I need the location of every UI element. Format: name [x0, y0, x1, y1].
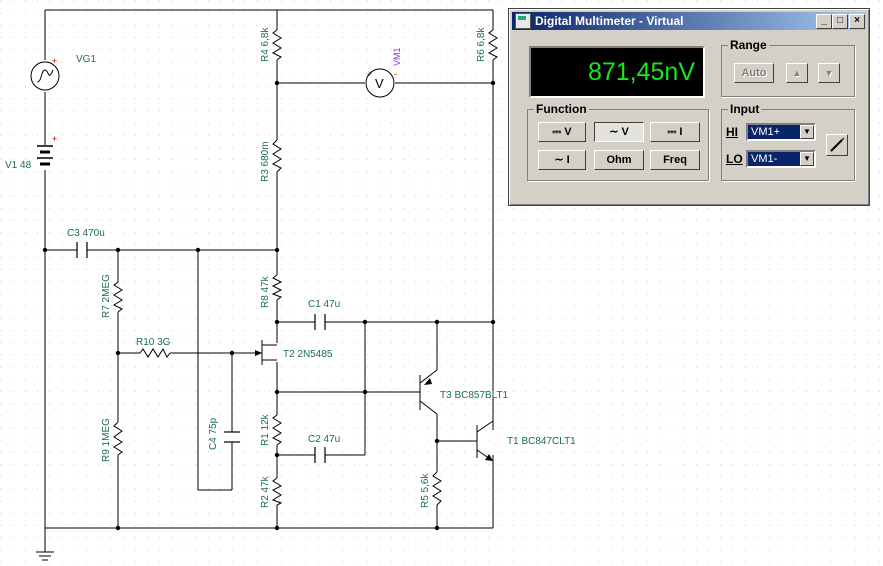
t2-label: T2 2N5485 [283, 349, 333, 360]
hi-input-value: VM1+ [751, 126, 781, 138]
v1-plus: + [52, 134, 57, 144]
chevron-down-icon[interactable]: ▼ [800, 125, 814, 139]
r7-label: R7 2MEG [101, 274, 112, 318]
range-group: Range Auto ▲ ▼ [721, 38, 855, 97]
vg1-source-icon [30, 61, 60, 91]
t3-label: T3 BC857BLT1 [440, 390, 509, 401]
function-group: Function ⎓ V ∼ V ⎓ I ∼ I Ohm Freq [527, 102, 709, 181]
c1-symbol [314, 314, 326, 330]
meter-symbol: V [375, 76, 384, 91]
ac-voltage-button[interactable]: ∼ V [594, 122, 644, 142]
ground-icon [36, 551, 54, 561]
window-title: Digital Multimeter - Virtual [535, 14, 684, 28]
v1-battery-icon [37, 145, 53, 166]
r3-symbol [271, 139, 282, 173]
chevron-down-icon[interactable]: ▼ [800, 152, 814, 166]
c1-label: C1 47u [308, 299, 340, 310]
r5-label: R5 5,6k [420, 473, 431, 508]
r5-symbol [432, 471, 442, 506]
ac-current-button[interactable]: ∼ I [538, 150, 586, 170]
r3-label: R3 680m [260, 141, 271, 182]
r4-symbol [271, 29, 282, 61]
range-auto-button[interactable]: Auto [734, 63, 774, 83]
function-title: Function [534, 102, 589, 116]
close-button[interactable]: × [849, 14, 865, 29]
maximize-button[interactable]: □ [832, 14, 848, 29]
r9-symbol [113, 421, 123, 456]
r6-symbol [487, 29, 498, 61]
input-group: Input HI VM1+ ▼ LO VM1- ▼ [721, 102, 855, 181]
r2-symbol [271, 477, 283, 506]
v1-label: V1 48 [5, 160, 32, 171]
hi-input-select[interactable]: VM1+ ▼ [746, 123, 816, 141]
hi-label: HI [726, 125, 738, 139]
title-bar[interactable]: Digital Multimeter - Virtual _ □ × [512, 12, 866, 30]
lo-input-select[interactable]: VM1- ▼ [746, 150, 816, 168]
t2-arrow-icon [255, 350, 262, 356]
c3-label: C3 470u [67, 228, 105, 239]
r9-label: R9 1MEG [101, 418, 112, 462]
c2-label: C2 47u [308, 434, 340, 445]
r4-label: R4 6,8k [260, 27, 271, 62]
vm1-plus: + [367, 69, 372, 79]
r2-label: R2 47k [260, 475, 271, 508]
c2-symbol [314, 447, 326, 463]
c3-symbol [76, 242, 88, 258]
t1-label: T1 BC847CLT1 [507, 436, 576, 447]
r8-label: R8 47k [260, 275, 271, 308]
c4-label: C4 75p [208, 417, 219, 450]
r6-label: R6 6,8k [476, 27, 487, 62]
vg1-label: VG1 [76, 54, 96, 65]
vm1-minus: - [394, 69, 397, 79]
multimeter-app-icon [515, 13, 531, 29]
r7-symbol [112, 281, 123, 313]
lo-input-value: VM1- [751, 153, 778, 165]
range-down-button[interactable]: ▼ [818, 63, 840, 83]
t3-arrow-icon [424, 378, 432, 385]
t1-arrow-icon [485, 454, 493, 461]
probe-icon [830, 137, 845, 152]
multimeter-window[interactable]: Digital Multimeter - Virtual _ □ × 871,4… [508, 8, 870, 206]
r10-symbol [139, 347, 171, 358]
minimize-button[interactable]: _ [816, 14, 832, 29]
range-up-button[interactable]: ▲ [786, 63, 808, 83]
dc-voltage-button[interactable]: ⎓ V [538, 122, 586, 142]
probe-button[interactable] [826, 134, 848, 156]
r1-symbol [271, 414, 282, 446]
junctions [42, 80, 496, 531]
vm1-label: VM1 [392, 47, 402, 66]
r8-symbol [271, 274, 283, 301]
r10-label: R10 3G [136, 337, 171, 348]
vg1-plus: + [52, 56, 57, 66]
range-title: Range [728, 38, 769, 52]
freq-button[interactable]: Freq [650, 150, 700, 170]
c4-symbol [224, 431, 240, 443]
reading-display: 871,45nV [529, 46, 705, 98]
r1-label: R1 12k [260, 413, 271, 446]
input-title: Input [728, 102, 762, 116]
voltmeter-vm1-icon: V [365, 68, 395, 98]
lo-label: LO [726, 152, 743, 166]
reading-value: 871,45nV [587, 58, 695, 86]
dc-current-button[interactable]: ⎓ I [650, 122, 700, 142]
ohm-button[interactable]: Ohm [594, 150, 644, 170]
